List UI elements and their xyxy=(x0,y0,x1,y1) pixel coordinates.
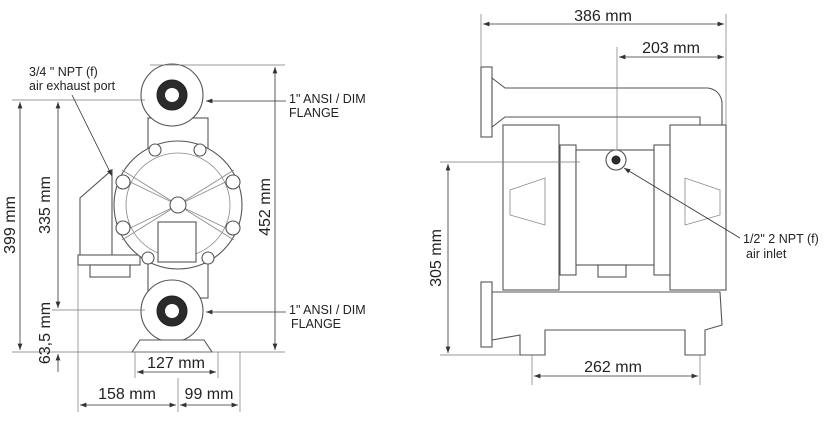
callout-top-flange-line1: 1" ANSI / DIM xyxy=(289,92,366,106)
dim-99: 99 mm xyxy=(185,386,234,403)
dim-452: 452 mm xyxy=(257,178,274,236)
pump-side-drawing xyxy=(480,66,727,356)
dim-203: 203 mm xyxy=(642,40,700,57)
callout-exhaust-line1: 3/4 " NPT (f) xyxy=(29,65,98,79)
dim-399: 399 mm xyxy=(2,196,19,254)
callout-exhaust-line2: air exhaust port xyxy=(29,79,116,93)
callout-air-inlet-line2: air inlet xyxy=(746,247,787,261)
dim-63-5: 63,5 mm xyxy=(37,302,54,364)
bolt-circles xyxy=(115,143,241,265)
side-view: 386 mm 203 mm 305 mm 262 mm 1/2" 2 NPT (… xyxy=(428,8,819,385)
dim-305: 305 mm xyxy=(428,229,445,287)
dim-386: 386 mm xyxy=(574,8,632,25)
callout-bottom-flange-line1: 1" ANSI / DIM xyxy=(289,303,366,317)
pump-front-drawing xyxy=(77,63,243,353)
dim-262: 262 mm xyxy=(584,359,642,376)
dim-158: 158 mm xyxy=(98,386,156,403)
callout-top-flange-line2: FLANGE xyxy=(289,106,339,120)
callout-air-inlet-line1: 1/2" 2 NPT (f) xyxy=(743,232,819,246)
front-view: 399 mm 335 mm 63,5 mm 452 mm 127 mm 158 … xyxy=(2,63,366,412)
dim-335: 335 mm xyxy=(37,176,54,234)
dim-127: 127 mm xyxy=(147,355,205,372)
callout-bottom-flange-line2: FLANGE xyxy=(291,317,341,331)
